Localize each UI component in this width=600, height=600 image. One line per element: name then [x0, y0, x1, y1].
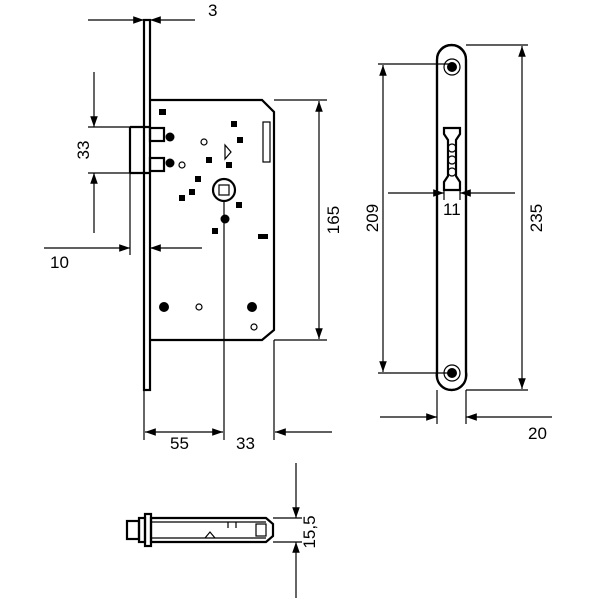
label-faceplate-length: 235 — [527, 204, 546, 232]
dim-case-height — [274, 99, 327, 341]
faceplate-side — [142, 18, 152, 392]
dim-faceplate-width — [380, 390, 552, 424]
dim-latch-offset — [44, 173, 202, 255]
dim-backset — [143, 201, 332, 440]
label-latch-height: 33 — [74, 141, 93, 160]
label-case-depth: 33 — [236, 434, 255, 453]
label-faceplate-thickness: 3 — [208, 1, 217, 20]
lock-mechanism — [159, 109, 271, 239]
top-section-view — [125, 512, 275, 548]
label-faceplate-width: 20 — [528, 424, 547, 443]
dim-faceplate-length — [466, 44, 528, 391]
label-spindle: 11 — [443, 200, 461, 219]
label-latch-offset: 10 — [50, 253, 69, 272]
lower-fixings — [159, 302, 258, 331]
dim-hole-spacing — [378, 63, 452, 374]
dim-latch-height — [88, 72, 130, 233]
label-backset: 55 — [170, 434, 189, 453]
dim-case-thickness — [273, 463, 302, 598]
label-case-thickness: 15,5 — [300, 515, 319, 548]
lock-case — [150, 98, 276, 342]
label-hole-spacing: 209 — [363, 204, 382, 232]
label-case-height: 165 — [324, 206, 343, 234]
faceplate-front — [435, 43, 468, 392]
latch-bolt — [128, 125, 166, 175]
dim-spindle — [388, 189, 515, 200]
